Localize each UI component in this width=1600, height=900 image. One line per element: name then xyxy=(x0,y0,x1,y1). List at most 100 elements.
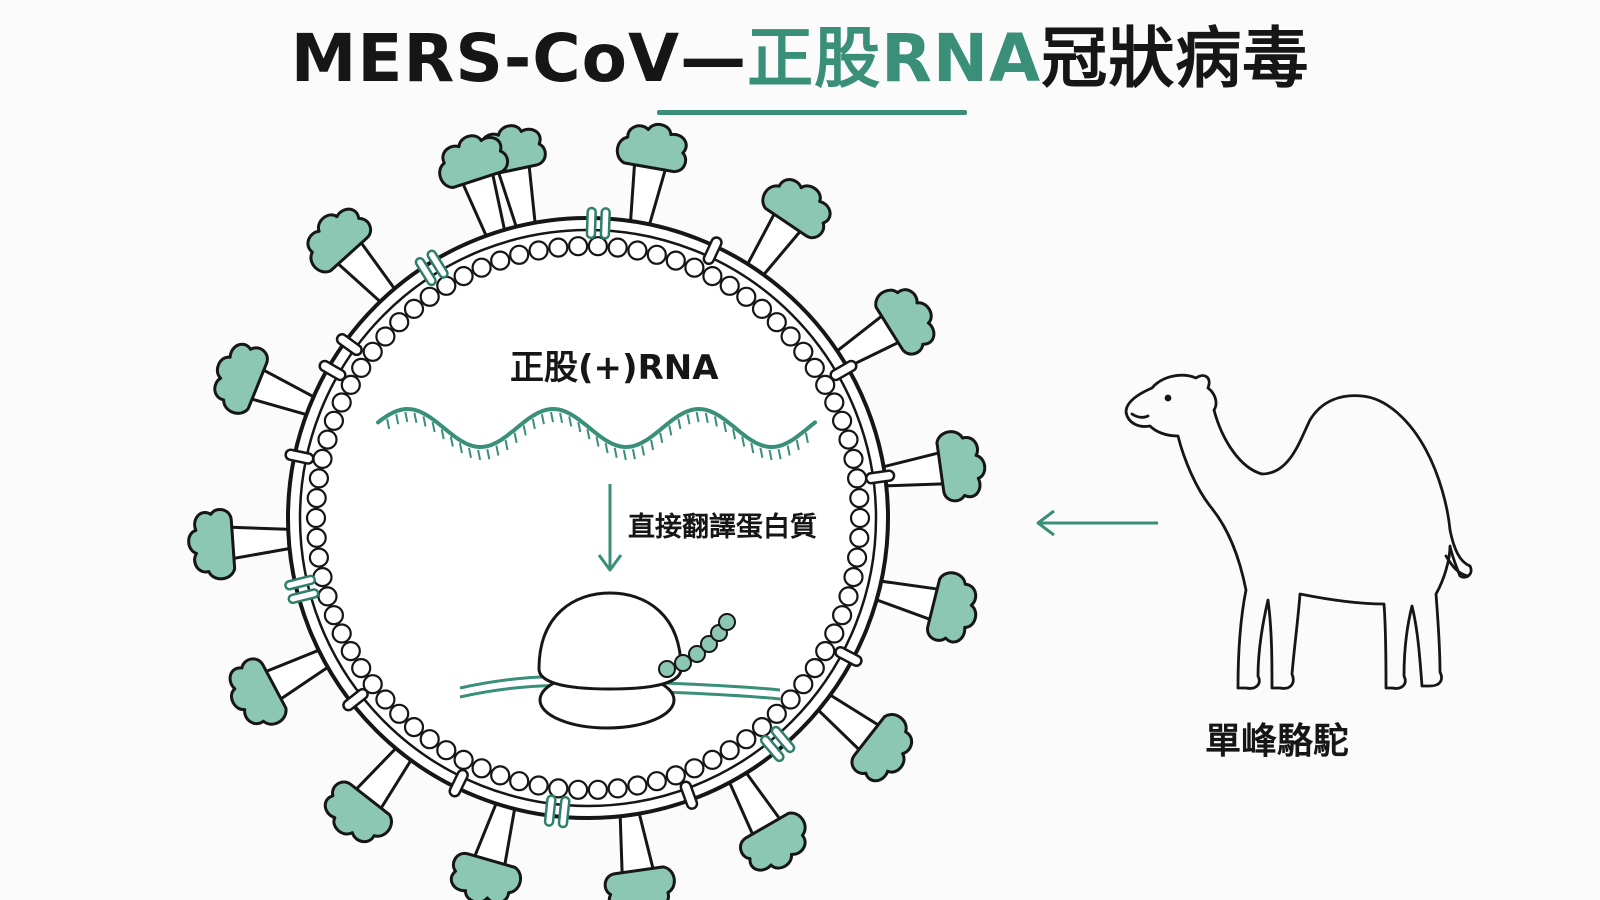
nucleocapsid-bead xyxy=(831,410,853,431)
spike-proteins xyxy=(187,122,987,900)
nucleocapsid-bead xyxy=(849,488,870,509)
nucleocapsid-bead xyxy=(736,729,757,750)
nucleocapsid-bead xyxy=(824,623,845,644)
envelope-protein-pair xyxy=(759,725,796,763)
membrane-protein xyxy=(864,469,896,485)
coronavirus-particle-icon xyxy=(187,122,987,900)
rna-base-tick xyxy=(586,429,591,440)
envelope-protein-pair xyxy=(414,249,449,287)
nucleocapsid-bead xyxy=(838,429,859,450)
rna-base-tick xyxy=(550,411,554,423)
nucleocapsid-bead xyxy=(548,778,569,799)
nucleocapsid-bead xyxy=(702,749,723,771)
nucleocapsid-bead xyxy=(665,250,686,271)
nucleocapsid-bead xyxy=(780,326,801,347)
rna-base-tick xyxy=(395,414,400,425)
nucleocapsid-bead xyxy=(751,298,773,319)
nucleocapsid-bead xyxy=(567,779,589,800)
rna-base-tick xyxy=(686,414,691,425)
nucleocapsid-bead xyxy=(436,740,457,761)
nucleocapsid-bead xyxy=(849,507,871,529)
nucleocapsid-bead xyxy=(471,257,492,278)
rna-base-tick xyxy=(759,447,764,458)
rna-base-tick xyxy=(613,447,618,458)
nucleocapsid-bead xyxy=(793,341,814,362)
nucleocapsid-bead xyxy=(375,689,396,710)
nucleocapsid-bead xyxy=(312,448,333,469)
nucleocapsid-bead xyxy=(804,657,825,679)
nucleocapsid-bead xyxy=(607,778,628,799)
page-title: MERS-CoV—正股RNA冠狀病毒 xyxy=(0,14,1600,104)
rna-base-tick xyxy=(631,449,636,460)
membrane-protein xyxy=(448,768,469,798)
nucleocapsid-bead xyxy=(528,240,549,261)
membrane-protein xyxy=(284,448,315,465)
nucleocapsid-bead xyxy=(351,357,372,378)
rna-base-tick xyxy=(468,447,472,458)
membrane-protein xyxy=(829,359,858,382)
nucleocapsid-bead xyxy=(646,771,667,792)
nucleocapsid-bead xyxy=(331,623,352,644)
nucleocapsid-bead xyxy=(362,341,383,362)
nucleocapsid-bead xyxy=(849,527,870,549)
nucleocapsid-bead xyxy=(607,237,628,258)
nucleocapsid-bead xyxy=(340,640,361,662)
nucleocapsid-bead xyxy=(846,547,868,568)
nucleocapsid-bead xyxy=(736,286,757,307)
nucleocapsid-bead xyxy=(490,250,511,271)
translation-arrow xyxy=(597,484,623,572)
rna-base-tick xyxy=(522,425,527,436)
spike-protein xyxy=(603,806,676,900)
rna-base-tick xyxy=(723,421,727,433)
nucleocapsid-bead xyxy=(453,266,474,287)
nucleocapsid-beads xyxy=(305,236,871,800)
nucleocapsid-bead xyxy=(306,488,327,509)
rna-label: 正股(+)RNA xyxy=(510,348,719,388)
nucleocapsid-bead xyxy=(815,374,836,395)
membrane-protein xyxy=(679,780,699,810)
membrane-protein xyxy=(342,687,369,712)
rna-base-tick xyxy=(677,418,682,430)
nucleocapsid-bead xyxy=(804,357,825,378)
nucleocapsid-bead xyxy=(308,468,329,489)
rna-base-tick xyxy=(431,421,436,433)
rna-base-tick xyxy=(449,436,454,447)
spike-protein xyxy=(306,207,400,308)
rna-base-tick xyxy=(713,416,718,427)
spike-protein xyxy=(812,690,914,783)
rna-base-tick xyxy=(695,411,700,423)
rna-base-tick xyxy=(741,436,746,447)
rna-base-tick xyxy=(604,442,609,454)
rna-base-tick xyxy=(540,414,545,425)
nucleocapsid-bead xyxy=(403,298,425,319)
rna-strand xyxy=(376,406,817,450)
nucleocapsid-bead xyxy=(389,703,410,724)
membrane-protein xyxy=(834,646,863,667)
nucleocapsid-bead xyxy=(627,775,648,796)
title-virus-name: MERS-CoV— xyxy=(290,20,748,97)
rna-base-tick xyxy=(641,445,645,456)
spike-protein xyxy=(228,646,335,726)
nucleocapsid-bead xyxy=(846,468,868,489)
envelope-proteins xyxy=(284,206,896,829)
nucleocapsid-bead xyxy=(567,236,589,257)
nucleocapsid-bead xyxy=(684,257,705,278)
rna-bases xyxy=(386,411,809,461)
nucleocapsid-bead xyxy=(831,605,853,626)
nucleocapsid-bead xyxy=(403,716,425,738)
nucleocapsid-bead xyxy=(587,779,609,800)
nucleocapsid-bead xyxy=(471,758,492,779)
polypeptide-chain xyxy=(658,613,736,678)
rna-base-tick xyxy=(659,432,664,443)
camel-icon xyxy=(1124,373,1473,690)
rna-base-tick xyxy=(422,416,427,427)
nucleocapsid-bead xyxy=(331,392,352,413)
rna-base-tick xyxy=(568,416,573,427)
rna-base-tick xyxy=(668,425,673,436)
nucleocapsid-bead xyxy=(351,657,372,679)
nucleocapsid-bead xyxy=(528,775,549,796)
transmission-arrow xyxy=(1036,509,1158,537)
nucleocapsid-bead xyxy=(780,689,801,710)
rna-base-tick xyxy=(559,412,564,423)
